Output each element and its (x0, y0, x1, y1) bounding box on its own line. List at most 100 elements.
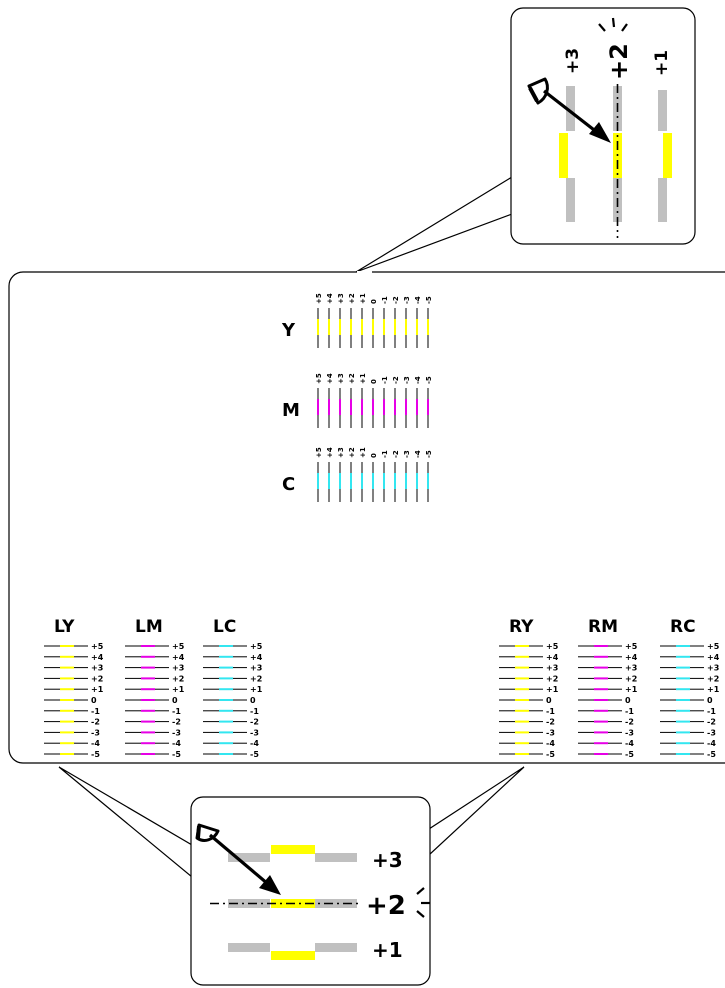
gray-bar-b2-right (315, 899, 357, 908)
tick-label: +4 (172, 653, 185, 662)
main-panel (8, 271, 725, 764)
tick-label: +3 (250, 664, 262, 673)
zoom-callout-top: +3 +2 +1 (355, 7, 696, 273)
zoom-callout-bottom: +3 +2 +1 (58, 766, 525, 986)
side-group-ry: RY+5+4+3+2+10-1-2-3-4-5 (499, 617, 559, 759)
gray-bar-b3-left (228, 943, 270, 952)
tick-label: +1 (707, 685, 720, 694)
group-label-rm: RM (588, 617, 618, 637)
tick-label: -2 (392, 376, 400, 384)
tick-label: -2 (546, 718, 555, 727)
tick-label: -2 (392, 450, 400, 458)
tick-label: 0 (91, 696, 97, 705)
callout-pointer-top (355, 175, 513, 273)
tick-label: -2 (392, 296, 400, 304)
tick-label: -3 (546, 728, 555, 737)
tick-label: +3 (707, 664, 719, 673)
right-groups: RY+5+4+3+2+10-1-2-3-4-5RM+5+4+3+2+10-1-2… (499, 617, 720, 759)
gray-bar-top-right-lower (658, 178, 667, 222)
tick-label: +4 (326, 293, 334, 304)
tick-label: +4 (326, 447, 334, 458)
tick-label: -3 (625, 728, 634, 737)
tick-label: -5 (91, 750, 100, 759)
tick-label: 0 (625, 696, 631, 705)
side-group-lc: LC+5+4+3+2+10-1-2-3-4-5 (203, 617, 263, 759)
tick-label: +4 (625, 653, 638, 662)
tick-label: 0 (707, 696, 713, 705)
tick-label: -5 (546, 750, 555, 759)
tick-label: -4 (625, 739, 634, 748)
tick-label: 0 (172, 696, 178, 705)
tick-label: -2 (172, 718, 181, 727)
tick-label: +2 (250, 674, 262, 683)
zoom-top-label-plus3: +3 (563, 48, 583, 74)
tick-label: -3 (403, 296, 411, 304)
tick-label: +4 (91, 653, 104, 662)
tick-label: -4 (172, 739, 181, 748)
tick-label: 0 (370, 379, 378, 384)
tick-label: +3 (337, 447, 345, 458)
tick-label: 0 (546, 696, 552, 705)
gray-bar-top-right-upper (658, 90, 667, 131)
tick-label: 0 (250, 696, 256, 705)
tick-label: +1 (359, 293, 367, 304)
tick-label: -1 (625, 707, 634, 716)
tick-label: +1 (546, 685, 559, 694)
tick-label: +5 (625, 642, 638, 651)
tick-label: +4 (546, 653, 559, 662)
tick-label: +3 (546, 664, 558, 673)
tick-label: +1 (359, 373, 367, 384)
tick-label: -3 (172, 728, 181, 737)
side-group-rc: RC+5+4+3+2+10-1-2-3-4-5 (660, 617, 720, 759)
eye-icon (195, 823, 220, 842)
tick-label: +4 (707, 653, 720, 662)
tick-label: -1 (172, 707, 181, 716)
zoom-top-label-plus1: +1 (652, 50, 672, 76)
tick-label: -4 (414, 296, 422, 304)
tick-label: +1 (625, 685, 638, 694)
zoom-box-top (510, 7, 696, 245)
group-label-lc: LC (213, 617, 236, 637)
tick-label: +2 (348, 293, 356, 304)
zoom-box-bottom (190, 796, 431, 986)
tick-label: -5 (172, 750, 181, 759)
tick-label: -2 (625, 718, 634, 727)
arrow-icon (543, 89, 611, 143)
tick-label: -2 (91, 718, 100, 727)
tick-label: +5 (707, 642, 720, 651)
tick-label: +4 (326, 373, 334, 384)
tick-label: +3 (625, 664, 637, 673)
chart-label-m: M (282, 400, 300, 421)
tick-label: +5 (546, 642, 559, 651)
group-label-ly: LY (54, 617, 75, 637)
arrow-icon (208, 833, 281, 895)
group-label-ry: RY (509, 617, 534, 637)
gray-bar-b1-right (315, 853, 357, 862)
tick-label: -4 (414, 376, 422, 384)
gray-bar-top-left-lower (566, 178, 575, 222)
yellow-bar-b1 (271, 845, 315, 854)
tick-label: -4 (414, 450, 422, 458)
tick-label: -3 (707, 728, 716, 737)
zoom-bottom-label-plus1: +1 (372, 938, 403, 962)
tick-label: +1 (250, 685, 263, 694)
tick-label: -1 (381, 296, 389, 304)
chart-label-c: C (282, 474, 295, 495)
tick-label: +5 (315, 447, 323, 458)
tick-label: -5 (425, 376, 433, 384)
tick-label: -4 (91, 739, 100, 748)
tick-label: +2 (172, 674, 184, 683)
yellow-bar-top-left (559, 133, 568, 178)
emphasis-marks-bottom (416, 887, 430, 918)
tick-label: +2 (625, 674, 637, 683)
tick-label: -3 (403, 376, 411, 384)
tick-label: -2 (707, 718, 716, 727)
tick-label: +3 (172, 664, 184, 673)
tick-label: -5 (625, 750, 634, 759)
tick-label: -3 (91, 728, 100, 737)
tick-label: -1 (381, 450, 389, 458)
tick-label: -3 (403, 450, 411, 458)
tick-label: -5 (425, 450, 433, 458)
